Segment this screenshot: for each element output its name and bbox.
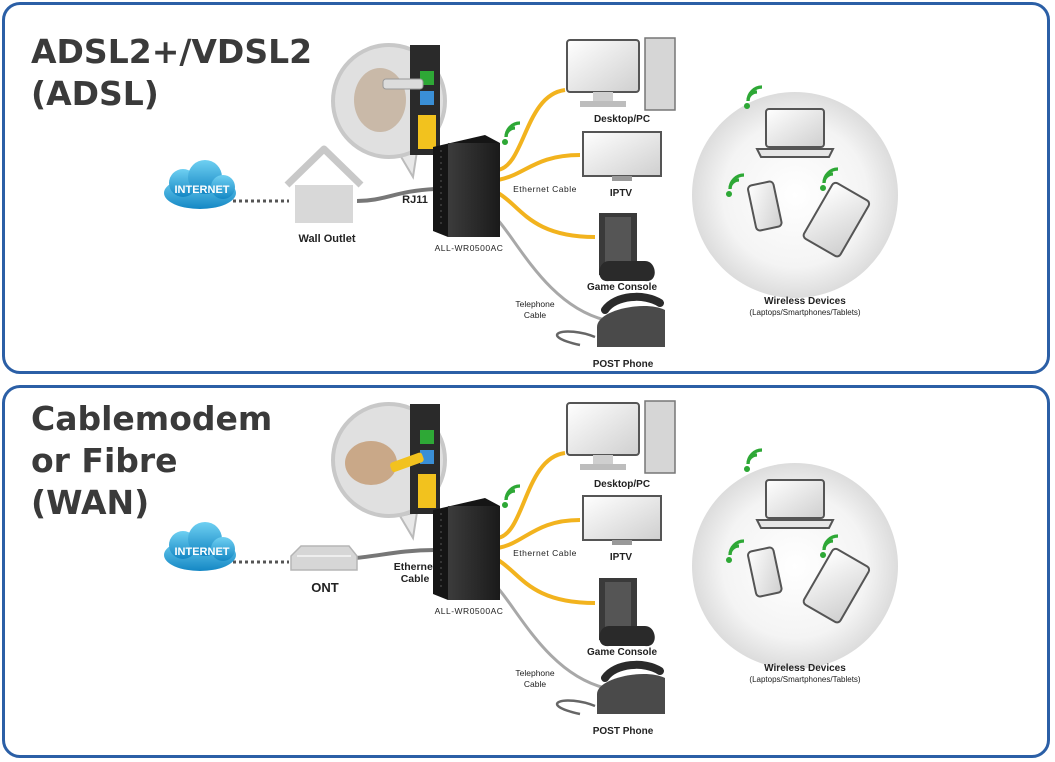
tablet-icon: [802, 547, 871, 624]
telephone-cable-label-2: Cable: [524, 310, 546, 320]
rj11-line: [356, 187, 436, 203]
ont-label: ONT: [311, 580, 339, 595]
telephone-cable: [491, 581, 606, 690]
ethernet-cable-connector-label-2: Cable: [401, 573, 430, 585]
internet-cloud-icon: [164, 522, 236, 571]
wan-panel: Cablemodem or Fibre (WAN) Wireless Devic…: [2, 385, 1050, 758]
smartphone-icon: [747, 180, 783, 232]
wifi-icon: [742, 448, 764, 474]
title-line-1: Cablemodem: [31, 399, 273, 438]
internet-label: INTERNET: [175, 546, 230, 558]
ethernet-cable-connector-label-1: Ethernet: [394, 561, 437, 573]
wireless-devices-sublabel: (Laptops/Smartphones/Tablets): [749, 675, 861, 684]
ethernet-cable-label: Ethernet Cable: [513, 184, 577, 194]
wireless-bubble: [692, 92, 898, 298]
wifi-icon: [500, 121, 522, 147]
ethernet-line: [354, 548, 436, 560]
ont-device-icon: [290, 545, 358, 571]
internet-cloud-icon: [164, 160, 236, 209]
smartphone-icon: [747, 546, 783, 598]
port-zoom-bubble: [331, 402, 447, 541]
wall-outlet-label: Wall Outlet: [298, 233, 355, 245]
wireless-devices-label: Wireless Devices: [764, 296, 846, 307]
phone-cord: [555, 699, 596, 716]
telephone-cable-label-2: Cable: [524, 679, 546, 689]
adsl-panel: ADSL2+/VDSL2 (ADSL) Wireless Devices (La…: [2, 2, 1050, 374]
router-icon: [433, 498, 500, 600]
desktop-pc-label: Desktop/PC: [594, 479, 650, 490]
internet-label: INTERNET: [175, 184, 230, 196]
router-icon: [433, 135, 500, 237]
telephone-cable: [491, 213, 606, 322]
title-line-1: ADSL2+/VDSL2: [31, 32, 313, 71]
ethernet-cable-console: [496, 558, 596, 605]
ethernet-cable-iptv: [497, 153, 581, 182]
title-line-2: (ADSL): [31, 74, 159, 113]
phone-cord: [555, 330, 596, 347]
post-phone-icon: [597, 292, 665, 347]
post-phone-label: POST Phone: [593, 726, 654, 737]
panel-title: ADSL2+/VDSL2 (ADSL): [31, 31, 312, 115]
iptv-icon: [582, 131, 662, 181]
panel-title: Cablemodem or Fibre (WAN): [31, 398, 272, 524]
iptv-label: IPTV: [610, 188, 633, 199]
iptv-label: IPTV: [610, 552, 633, 563]
ethernet-cable-iptv: [497, 518, 581, 550]
game-console-label: Game Console: [587, 647, 657, 658]
post-phone-icon: [597, 660, 665, 714]
game-console-label: Game Console: [587, 282, 657, 293]
game-console-icon: [599, 213, 655, 282]
rj11-label: RJ11: [402, 194, 428, 206]
wan-diagram: Wireless Devices (Laptops/Smartphones/Ta…: [164, 400, 898, 737]
tablet-icon: [802, 181, 871, 258]
laptop-icon: [755, 479, 835, 529]
wifi-icon: [500, 484, 522, 510]
wireless-devices-sublabel: (Laptops/Smartphones/Tablets): [749, 308, 861, 317]
laptop-icon: [755, 108, 835, 158]
wireless-bubble: [692, 463, 898, 669]
iptv-icon: [582, 495, 662, 545]
ethernet-cable-console: [496, 191, 596, 239]
port-zoom-bubble: [331, 43, 447, 180]
desktop-pc-icon: [566, 37, 676, 111]
ethernet-cable-desktop: [497, 88, 566, 172]
post-phone-label: POST Phone: [593, 359, 654, 370]
desktop-pc-icon: [566, 400, 676, 474]
game-console-icon: [599, 578, 655, 647]
ethernet-cable-label: Ethernet Cable: [513, 548, 577, 558]
title-line-2: or Fibre: [31, 441, 178, 480]
desktop-pc-label: Desktop/PC: [594, 114, 650, 125]
adsl-diagram: Wireless Devices (Laptops/Smartphones/Ta…: [164, 37, 898, 370]
telephone-cable-label-1: Telephone: [515, 668, 555, 678]
router-model-label: ALL-WR0500AC: [435, 606, 504, 616]
ethernet-cable-desktop: [497, 451, 566, 540]
wall-outlet-icon: [284, 145, 364, 223]
title-line-3: (WAN): [31, 483, 150, 522]
wireless-devices-label: Wireless Devices: [764, 663, 846, 674]
router-model-label: ALL-WR0500AC: [435, 243, 504, 253]
telephone-cable-label-1: Telephone: [515, 299, 555, 309]
